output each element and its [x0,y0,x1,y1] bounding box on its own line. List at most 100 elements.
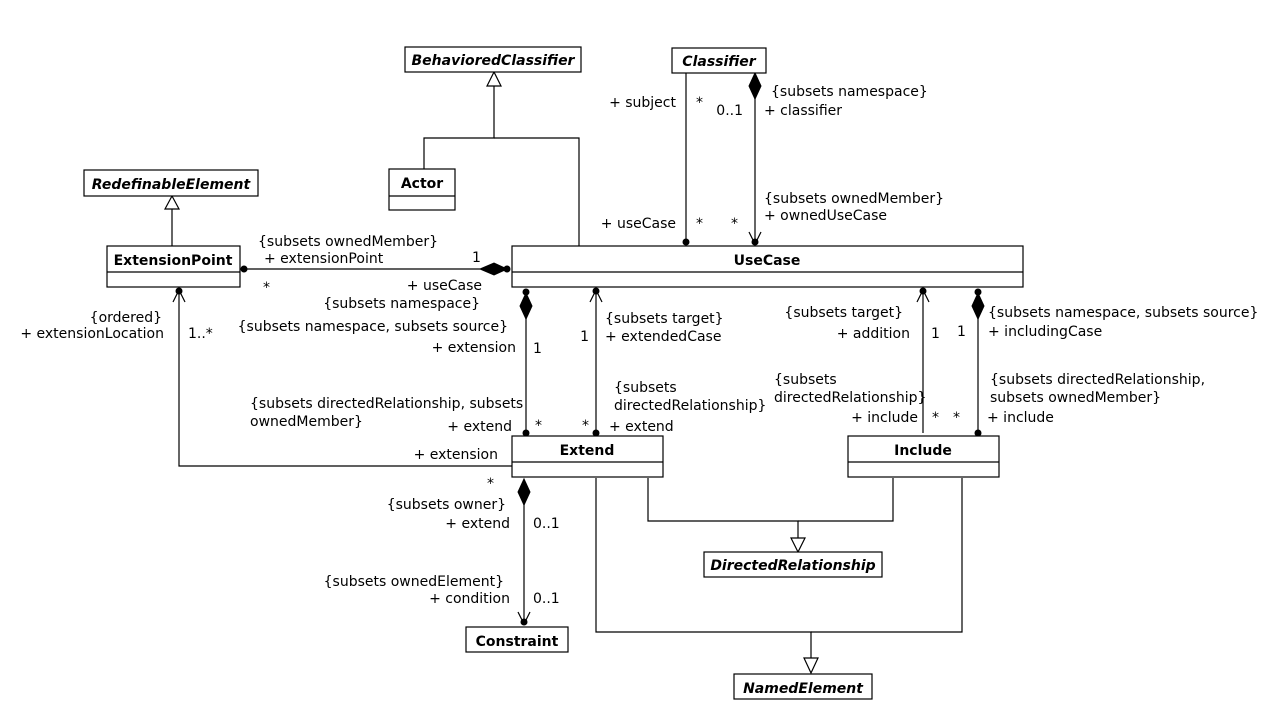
composition-diamond-include [971,291,985,321]
multiplicity-label: 0..1 [533,591,560,607]
gen-arrowhead-namedelement [803,657,819,675]
class-behavioredclassifier[interactable]: BehavioredClassifier [404,46,582,73]
multiplicity-label: * [263,280,270,296]
subsets-label: {subsets ownedElement} [324,574,504,590]
assoc-extend-extensionlocation [178,290,512,467]
role-label: + useCase [407,278,482,294]
gen-extend-to-directedrelationship [647,478,799,538]
class-name: Extend [560,443,615,459]
class-name: Actor [401,176,443,192]
class-name: UseCase [734,253,801,269]
assoc-end-dot [520,618,528,626]
gen-arrowhead-redefinableelement [163,194,181,210]
subsets-label: {ordered} [90,310,162,326]
class-extensionpoint[interactable]: ExtensionPoint [106,245,241,288]
multiplicity-label: * [932,410,939,426]
role-label: + addition [837,326,910,342]
subsets-label: {subsets namespace, subsets source} [988,305,1258,321]
role-label: + extend [609,419,674,435]
subsets-label: {subsets target} [784,305,903,321]
multiplicity-label: * [535,418,542,434]
assoc-end-dot [974,429,982,437]
class-name: DirectedRelationship [710,558,875,574]
multiplicity-label: * [696,95,703,111]
multiplicity-label: 0..1 [716,103,743,119]
class-name: NamedElement [743,681,864,697]
multiplicity-label: * [731,216,738,232]
class-extend[interactable]: Extend [511,435,664,478]
class-name: ExtensionPoint [114,253,233,269]
gen-arrowhead-behavioredclassifier [486,70,502,87]
role-label: + extend [447,419,512,435]
subsets-label: {subsets target} [605,311,724,327]
multiplicity-label: 1..* [188,326,213,342]
role-label: + include [987,410,1054,426]
assoc-end-dot [175,287,183,295]
assoc-end-dot [592,287,600,295]
gen-actor-to-behavioredclassifier [423,86,495,169]
class-constraint[interactable]: Constraint [465,626,569,653]
assoc-end-dot [592,429,600,437]
role-label: + include [851,410,918,426]
role-label: + extensionLocation [20,326,164,342]
composition-diamond-condition [517,477,531,507]
subsets-label: {subsets directedRelationship, [990,372,1205,388]
class-redefinableelement[interactable]: RedefinableElement [83,169,259,197]
class-classifier[interactable]: Classifier [671,47,767,74]
subsets-label: {subsets [614,380,677,396]
multiplicity-label: 0..1 [533,516,560,532]
gen-extend-to-namedelement [595,478,812,658]
subsets-label: {subsets [774,372,837,388]
class-name: Include [894,443,952,459]
role-label: + subject [609,95,676,111]
assoc-end-dot [974,288,982,296]
gen-usecase-to-behavioredclassifier [494,137,580,246]
subsets-label: {subsets ownedMember} [764,191,944,207]
subsets-label: {subsets namespace, subsets source} [238,319,508,335]
assoc-end-dot [682,238,690,246]
class-directedrelationship[interactable]: DirectedRelationship [703,551,883,578]
multiplicity-label: 1 [472,250,481,266]
subsets-label: ownedMember} [250,414,363,430]
multiplicity-label: 1 [931,326,940,342]
role-label: + extension [414,447,498,463]
multiplicity-label: * [582,418,589,434]
class-namedelement[interactable]: NamedElement [733,673,873,700]
class-include[interactable]: Include [847,435,1000,478]
assoc-end-dot [751,238,759,246]
subsets-label: subsets ownedMember} [990,390,1161,406]
class-name: RedefinableElement [92,177,252,193]
role-label: + extension [432,340,516,356]
subsets-label: {subsets owner} [387,497,506,513]
assoc-end-dot [240,265,248,273]
subsets-label: directedRelationship} [614,398,766,414]
subsets-label: directedRelationship} [774,390,926,406]
assoc-end-dot [522,288,530,296]
association-edges [172,71,985,626]
role-label: + useCase [601,216,676,232]
subsets-label: {subsets namespace} [771,84,928,100]
composition-diamond-extension [519,291,533,321]
role-label: + extendedCase [605,329,721,345]
multiplicity-label: 1 [957,324,966,340]
role-label: + classifier [764,103,842,119]
composition-diamond-classifier [748,71,762,101]
class-usecase[interactable]: UseCase [511,245,1024,288]
multiplicity-label: 1 [580,329,589,345]
class-name: BehavioredClassifier [412,53,576,69]
gen-arrowhead-directedrelationship [790,537,806,554]
gen-include-to-directedrelationship [798,478,894,522]
multiplicity-label: * [487,476,494,492]
subsets-label: {subsets directedRelationship, subsets [250,396,523,412]
role-label: + extensionPoint [264,251,384,267]
multiplicity-label: * [696,216,703,232]
assoc-end-dot [522,429,530,437]
assoc-end-dot [503,265,511,273]
generalization-edges [163,70,963,675]
class-actor[interactable]: Actor [388,168,456,211]
multiplicity-label: 1 [533,341,542,357]
subsets-label: {subsets namespace} [323,296,480,312]
subsets-label: {subsets ownedMember} [258,234,438,250]
class-name: Constraint [476,634,559,650]
